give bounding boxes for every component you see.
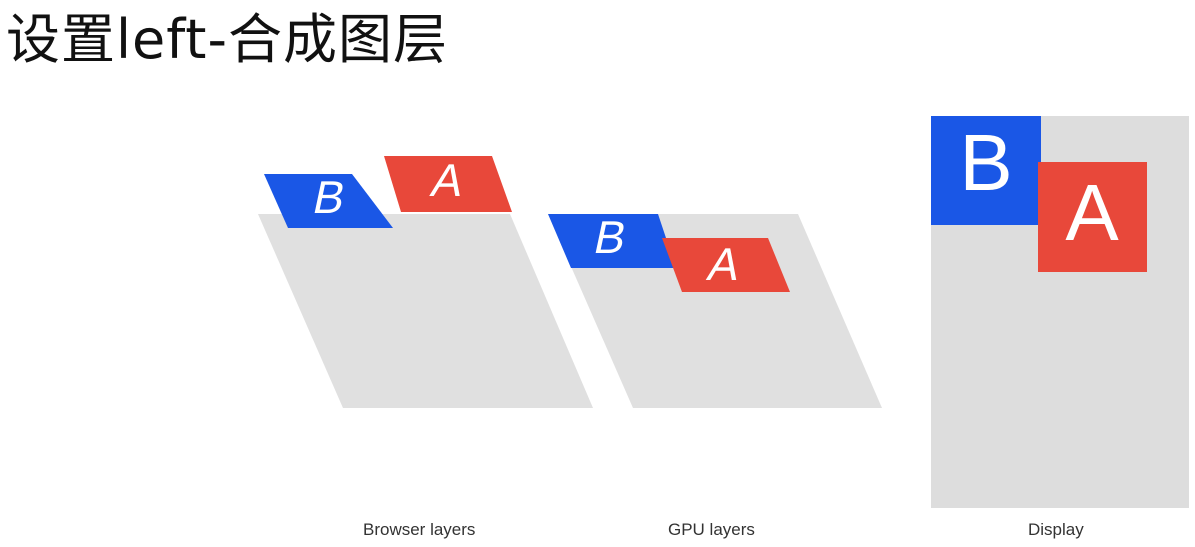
display-panel: B A — [931, 116, 1189, 508]
gpu-layer-a — [662, 238, 790, 292]
browser-layers-caption: Browser layers — [363, 520, 476, 539]
display-layer-b-label: B — [959, 118, 1012, 207]
display-caption: Display — [1028, 520, 1084, 539]
display-layer-a — [1038, 162, 1147, 272]
gpu-layers-caption: GPU layers — [668, 520, 755, 539]
display-layer-a-label: A — [1065, 168, 1119, 257]
page-title: 设置left-合成图层 — [6, 8, 448, 71]
gpu-layers-panel: B A — [548, 211, 882, 408]
gpu-layer-b — [548, 214, 676, 268]
browser-layers-panel: B A — [258, 154, 593, 408]
browser-layer-b — [264, 174, 393, 228]
browser-layer-a — [384, 156, 512, 212]
browser-base-layer — [258, 214, 593, 408]
display-layer-b — [931, 116, 1041, 225]
